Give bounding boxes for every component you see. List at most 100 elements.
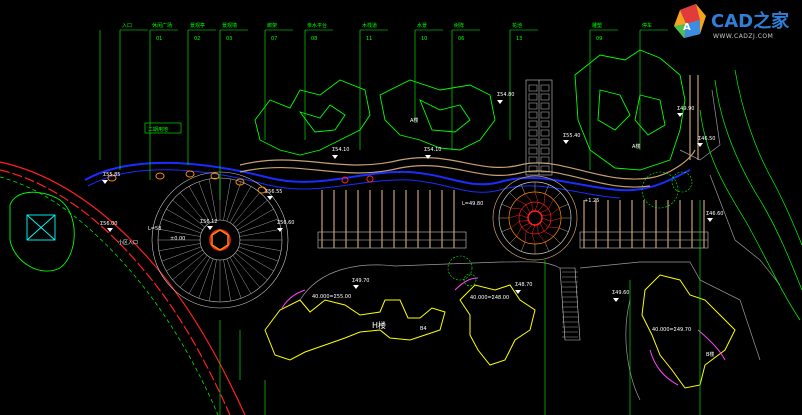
- plaza-petal: [534, 191, 539, 212]
- plaza-ray: [198, 181, 214, 222]
- elev-label: Σ48.70: [515, 282, 532, 288]
- tan-walkway: [239, 75, 699, 188]
- plaza-ray: [166, 208, 203, 231]
- elev-label: Σ55.40: [563, 133, 580, 139]
- plaza-ray: [198, 258, 214, 299]
- left-green-island: [9, 191, 75, 272]
- area-label-b: B楼: [706, 351, 714, 358]
- callout-label: 木栈道: [362, 22, 377, 29]
- elev-label: Σ49.70: [352, 278, 369, 284]
- callout-label: 停车: [642, 22, 652, 29]
- small-planter-rings: [447, 171, 693, 287]
- east-contour-lines: [699, 69, 802, 321]
- callout-number: 09: [596, 36, 602, 42]
- area-label-a1: A楼: [410, 117, 418, 124]
- plaza-petal: [531, 224, 536, 245]
- south-stair-blocks: [562, 271, 578, 338]
- callout-number: 10: [421, 36, 427, 42]
- callout-number: 03: [226, 36, 232, 42]
- plaza-ray: [223, 259, 231, 302]
- callout-label: 雕塑: [592, 22, 602, 29]
- plaza-ray: [229, 186, 252, 223]
- elev-label: Σ56.00: [100, 221, 117, 227]
- callout-label: 亲水平台: [307, 22, 327, 29]
- elev-label: 40.000=Σ49.70: [652, 327, 691, 333]
- plaza-ray: [179, 255, 208, 288]
- stair-block: [540, 138, 550, 146]
- stair-block: [540, 120, 550, 128]
- plaza-ray: [229, 257, 252, 294]
- plaza-ray: [158, 229, 201, 237]
- colonnade-posts: [321, 190, 705, 248]
- stair-block: [540, 93, 550, 101]
- callout-number: 07: [271, 36, 277, 42]
- callout-number: 02: [194, 36, 200, 42]
- callout-number: 08: [311, 36, 317, 42]
- plaza-spoke: [558, 203, 569, 209]
- elevation-marker: [332, 155, 338, 159]
- elevation-marker: [102, 180, 108, 184]
- phase2-label-box: [144, 122, 182, 134]
- plaza-petal: [516, 199, 531, 214]
- watermark-logo-text: CAD之家: [711, 10, 790, 32]
- building-footprints-south: [264, 274, 736, 389]
- plaza-spoke: [509, 192, 517, 200]
- stair-block: [528, 111, 538, 119]
- orange-light-fixtures: [107, 170, 374, 194]
- callout-label: 花池: [512, 22, 522, 29]
- callout-number: 06: [458, 36, 464, 42]
- elevation-marker: [425, 155, 431, 159]
- plaza-ray: [188, 186, 211, 223]
- callout-label: 景观墙: [222, 22, 237, 29]
- left-plaza-radial-lines: [158, 178, 282, 302]
- plaza-ray: [238, 218, 279, 234]
- elev-label: 40.000=Σ48.00: [470, 295, 509, 301]
- elevation-marker: [697, 143, 703, 147]
- plaza-ray: [238, 246, 279, 262]
- plaza-ray: [158, 243, 201, 251]
- plaza-petal: [510, 207, 529, 216]
- stair-block: [528, 120, 538, 128]
- plaza-petal: [524, 193, 533, 212]
- elevation-marker: [207, 226, 213, 230]
- center-plaza-petal-pattern: [499, 182, 571, 254]
- plaza-petal: [541, 207, 560, 216]
- cadzj-watermark: A CAD之家 WWW.CADZJ.COM: [674, 4, 790, 40]
- road-boundary-green: [0, 176, 219, 415]
- plaza-ray: [209, 178, 217, 221]
- elev-label: Σ56.12: [200, 219, 217, 225]
- elev-label: Σ46.60: [706, 211, 723, 217]
- cadzj-logo-icon: A: [674, 4, 706, 38]
- elev-label: L=49.80: [462, 201, 483, 207]
- elev-label: Σ56.55: [265, 189, 282, 195]
- stair-block: [528, 93, 538, 101]
- north-stair-corridor: [525, 79, 553, 176]
- plaza-ray: [237, 249, 274, 272]
- plaza-spoke: [553, 192, 561, 200]
- elevation-labels: Σ55.85 Σ56.00 Σ56.12 Σ56.55 Σ56.60 Σ54.1…: [100, 92, 723, 333]
- elev-label: Σ54.10: [332, 147, 349, 153]
- plaza-petal: [537, 193, 546, 212]
- plaza-ray: [239, 229, 282, 237]
- stair-block: [528, 138, 538, 146]
- elev-label: Σ49.60: [612, 290, 629, 296]
- elevation-marker: [277, 228, 283, 232]
- plaza-petal: [541, 217, 562, 222]
- stair-block: [540, 129, 550, 137]
- plaza-spoke: [544, 184, 550, 195]
- plaza-ray: [172, 199, 205, 228]
- plaza-spoke: [501, 203, 512, 209]
- plaza-petal: [516, 222, 531, 237]
- elev-label: Σ55.85: [103, 172, 120, 178]
- right-callout-lines: [219, 200, 701, 415]
- area-label-entrance: 小区入口: [118, 239, 138, 246]
- elevation-marker: [515, 290, 521, 294]
- elevation-marker: [107, 228, 113, 232]
- plaza-ray: [209, 259, 217, 302]
- stair-block: [528, 84, 538, 92]
- stair-block: [528, 129, 538, 137]
- plaza-ray: [237, 208, 274, 231]
- elevation-markers: [102, 100, 713, 302]
- area-labels: 二期用地 小区入口 A楼 A楼 B楼 H楼 B4: [118, 117, 714, 358]
